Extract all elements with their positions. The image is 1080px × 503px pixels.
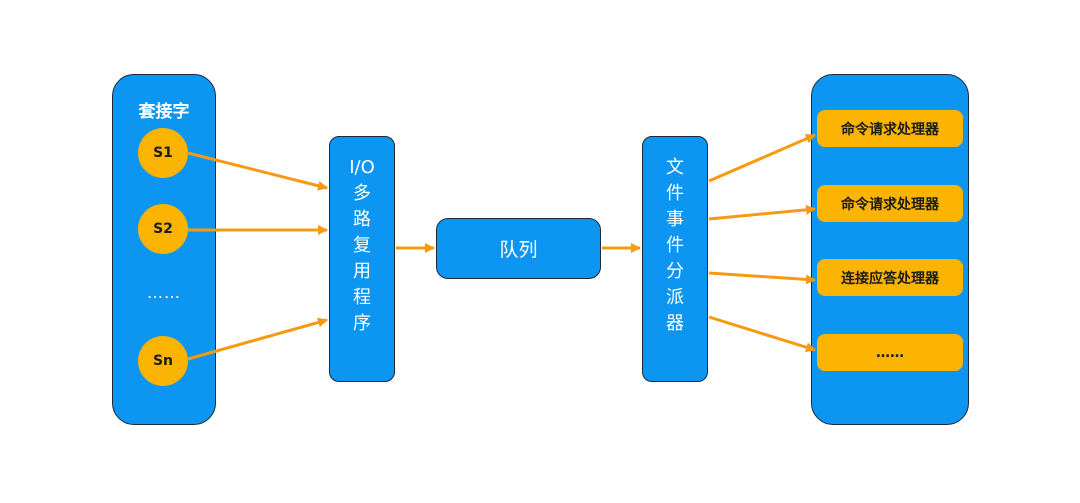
io-multiplexer-char: I/O [349, 157, 375, 178]
dispatcher-char: 事 [666, 209, 684, 230]
socket-sn: Sn [138, 336, 188, 386]
arrow-dispatcher-to-handler-4 [708, 315, 816, 353]
dispatcher-char: 件 [666, 235, 684, 256]
handler-connection-accept: 连接应答处理器 [817, 259, 963, 296]
io-multiplexer-char: 复 [353, 235, 371, 256]
arrow-sn-to-multiplexer [187, 317, 328, 361]
socket-group-title: 套接字 [138, 102, 190, 122]
io-multiplexer-box [329, 136, 395, 382]
io-multiplexer-char: 多 [353, 183, 371, 204]
io-multiplexer-char: 序 [353, 313, 371, 334]
dispatcher-char: 分 [666, 261, 684, 282]
io-multiplexer-char: 路 [353, 209, 371, 230]
socket-s2: S2 [138, 204, 188, 254]
queue-label: 队列 [499, 239, 538, 261]
arrow-dispatcher-to-handler-3 [708, 271, 816, 285]
io-multiplexer-char: 用 [353, 261, 371, 282]
arrow-dispatcher-to-handler-2 [708, 204, 816, 221]
dispatcher-char: 器 [666, 313, 684, 334]
socket-ellipsis: …… [147, 283, 181, 302]
socket-s1: S1 [138, 128, 188, 178]
arrow-dispatcher-to-handler-1 [708, 133, 816, 183]
handler-command-request-1: 命令请求处理器 [817, 110, 963, 147]
handler-command-request-2: 命令请求处理器 [817, 185, 963, 222]
dispatcher-char: 文 [666, 157, 684, 178]
io-multiplexer-char: 程 [353, 287, 371, 308]
handler-ellipsis: …… [817, 334, 963, 371]
queue-box [436, 218, 601, 279]
dispatcher-char: 派 [666, 287, 684, 308]
io-multiplexer-label: I/O 多 路 复 用 程 序 [329, 155, 395, 337]
file-event-dispatcher-label: 文 件 事 件 分 派 器 [642, 155, 708, 337]
arrow-s1-to-multiplexer [187, 151, 328, 191]
dispatcher-char: 件 [666, 183, 684, 204]
file-event-dispatcher-box [642, 136, 708, 382]
